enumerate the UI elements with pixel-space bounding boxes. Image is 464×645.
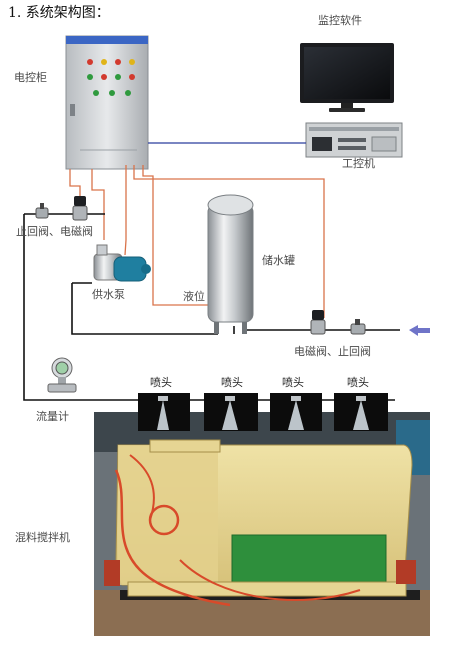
label-monitor-software: 监控软件 — [318, 13, 362, 27]
nozzle-label-3: 喷头 — [282, 376, 304, 389]
water-tank — [207, 194, 254, 334]
label-control-cabinet: 电控柜 — [14, 70, 47, 84]
signal-lines — [69, 165, 325, 318]
nozzle-label-2: 喷头 — [221, 376, 243, 389]
supply-pump — [93, 244, 151, 282]
label-industrial-pc: 工控机 — [342, 156, 375, 170]
nozzle-2 — [204, 393, 258, 431]
right-valves — [310, 310, 366, 335]
label-flow-meter: 流量计 — [36, 409, 69, 423]
flow-meter — [47, 357, 77, 393]
nozzle-3 — [270, 393, 322, 431]
monitor — [300, 43, 394, 112]
label-right-valves: 电磁阀、止回阀 — [294, 344, 371, 358]
nozzle-1 — [138, 393, 190, 431]
water-inlet-arrow — [409, 325, 430, 336]
diagram-title: 1. 系统架构图： — [8, 5, 110, 21]
nozzle-4 — [334, 393, 388, 431]
label-level: 液位 — [183, 289, 205, 303]
industrial-pc — [305, 122, 403, 158]
label-mixer: 混料搅拌机 — [15, 530, 70, 544]
label-water-tank: 储水罐 — [262, 253, 295, 267]
left-valves — [35, 196, 88, 221]
mixer-machine — [94, 412, 430, 636]
nozzle-label-4: 喷头 — [347, 376, 369, 389]
control-cabinet — [65, 35, 149, 170]
label-left-valves: 止回阀、电磁阀 — [16, 224, 93, 238]
spray-nozzles — [138, 393, 388, 431]
nozzle-label-1: 喷头 — [150, 376, 172, 389]
indicator-lights — [87, 59, 135, 96]
label-supply-pump: 供水泵 — [92, 287, 125, 301]
